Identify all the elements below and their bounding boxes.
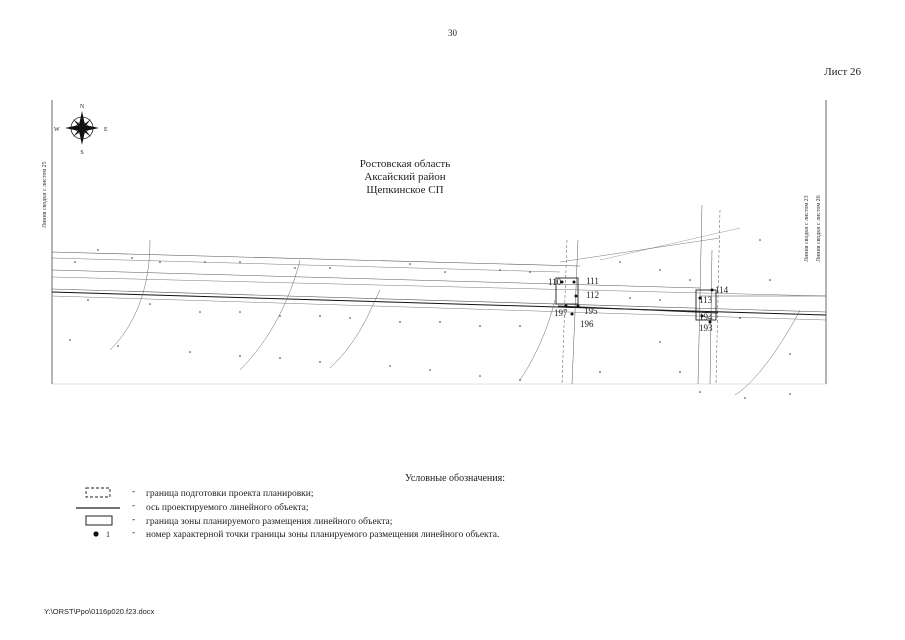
legend-text: граница подготовки проекта планировки; xyxy=(146,489,314,499)
legend-point-number-label: 1 xyxy=(106,530,110,539)
match-line-left-label: Линия сводки с листом 25 xyxy=(42,161,48,228)
legend-text: номер характерной точки границы зоны пла… xyxy=(146,530,500,540)
point-113-label: 113 xyxy=(699,295,713,305)
point-193-label: 193 xyxy=(699,323,713,333)
match-line-right-b-label: Линия сводки с листом 26 xyxy=(816,195,822,262)
compass-rose-icon: N S E W xyxy=(54,104,108,156)
legend-dash: - xyxy=(132,501,136,511)
legend-text: ось проектируемого линейного объекта; xyxy=(146,503,309,513)
point-114-label: 114 xyxy=(715,285,729,295)
point-197-label: 197 xyxy=(554,308,568,318)
road-lines xyxy=(51,227,827,321)
crossing-lines xyxy=(561,204,826,385)
page-number: 30 xyxy=(448,28,457,38)
characteristic-point-markers xyxy=(560,280,714,324)
point-196-label: 196 xyxy=(580,319,594,329)
compass-n: N xyxy=(80,104,85,110)
point-112-label: 112 xyxy=(586,290,599,300)
point-195-label: 195 xyxy=(584,306,598,316)
legend-title: Условные обозначения: xyxy=(404,473,505,484)
legend-point-icon xyxy=(93,531,99,537)
survey-points xyxy=(69,239,791,399)
point-111-label: 111 xyxy=(586,276,599,286)
ditch-curves xyxy=(109,239,801,396)
legend-dash: - xyxy=(132,487,136,497)
point-194-label: 194 xyxy=(699,312,713,322)
legend-text: граница зоны планируемого размещения лин… xyxy=(146,517,393,527)
legend-symbols xyxy=(76,487,120,537)
legend-zone-boundary-icon xyxy=(85,515,113,526)
legend-dash: - xyxy=(132,528,136,538)
match-line-right-a-label: Линия сводки с листом 23 xyxy=(804,195,810,262)
region-line-1: Ростовская область xyxy=(359,158,451,170)
project-axis-line xyxy=(51,291,827,316)
file-path: Y:\ORST\Ppo\0116p020.f23.docx xyxy=(44,607,155,616)
region-title: Ростовская область Аксайский район Щепки… xyxy=(300,158,510,197)
legend-dash: - xyxy=(132,515,136,525)
sheet-label: Лист 26 xyxy=(824,66,861,78)
region-line-2: Аксайский район xyxy=(364,171,446,183)
region-line-3: Щепкинское СП xyxy=(366,184,444,196)
point-110-label: 110 xyxy=(548,277,562,287)
compass-s: S xyxy=(80,150,83,156)
compass-w: W xyxy=(54,127,60,133)
zone-boundaries xyxy=(555,277,719,321)
compass-e: E xyxy=(104,127,108,133)
legend-planning-boundary-icon xyxy=(85,487,111,498)
